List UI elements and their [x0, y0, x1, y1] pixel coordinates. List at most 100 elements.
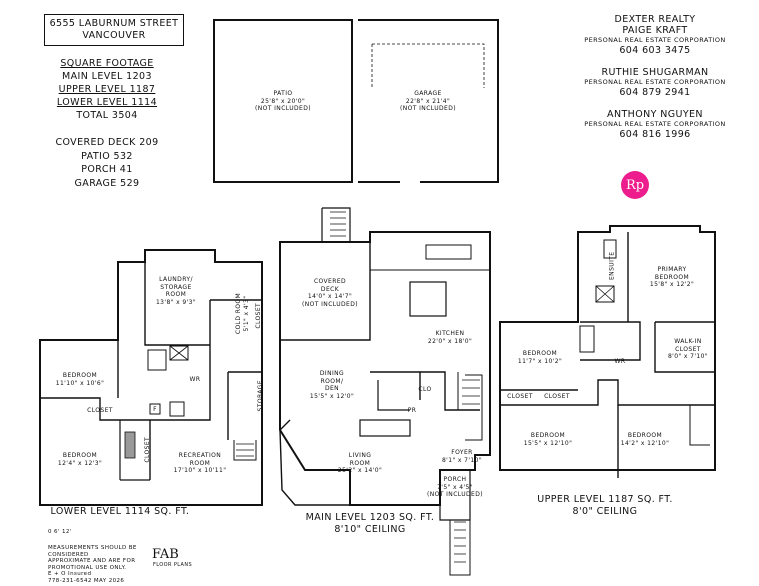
main-level-outline [279, 231, 491, 506]
porch-name: PORCH [443, 476, 467, 483]
agent-name-2: RUTHIE SHUGARMAN [601, 67, 709, 78]
upper-bedroom1-label: BEDROOM 11'7" x 10'2" [518, 350, 562, 365]
upper-bedroom2-label: BEDROOM 15'5" x 12'10" [524, 432, 573, 447]
scale-bar-label: 0 6' 12' [48, 529, 72, 535]
porch-note: (NOT INCLUDED) [427, 491, 483, 498]
lower-f-label: F [153, 406, 157, 413]
walkin-dims: 8'0" x 7'10" [667, 353, 709, 360]
covered-deck-note: (NOT INCLUDED) [302, 300, 358, 308]
foyer-label: FOYER 8'1" x 7'10" [442, 449, 482, 464]
extras-summary: COVERED DECK 209 PATIO 532 PORCH 41 GARA… [32, 136, 182, 190]
agent-phone-2: 604 879 2941 [619, 87, 691, 98]
porch-dims: 7'5" x 4'5" [437, 483, 473, 491]
lower-bedroom1-name: BEDROOM [62, 372, 98, 379]
upper-bedroom2-name: BEDROOM [530, 432, 566, 439]
disclaimer-line3: PROMOTIONAL USE ONLY. [48, 564, 127, 571]
recreation-dims: 17'10" x 10'11" [173, 467, 227, 474]
storage-label: STORAGE [256, 380, 264, 412]
dining-name2: ROOM/ [320, 377, 344, 385]
upper-bedroom1-name: BEDROOM [522, 350, 558, 357]
extras-patio: PATIO 532 [81, 150, 133, 162]
realty-logo: Rp [621, 171, 649, 199]
lower-level-title: LOWER LEVEL 1114 SQ. FT. [51, 506, 190, 518]
square-footage-heading: SQUARE FOOTAGE [60, 58, 154, 69]
disclaimer-line1: MEASUREMENTS SHOULD BE CONSIDERED [48, 545, 137, 558]
patio-label: PATIO 25'8" x 20'0" (NOT INCLUDED) [255, 90, 311, 113]
lower-bedroom2-label: BEDROOM 12'4" x 12'3" [58, 452, 102, 467]
lower-bedroom2-dims: 12'4" x 12'3" [57, 459, 103, 467]
disclaimer-line2: APPROXIMATE AND ARE FOR [48, 558, 136, 564]
covered-deck-label: COVERED DECK 14'0" x 14'7" (NOT INCLUDED… [302, 278, 358, 308]
fab-logo-sub: FLOOR PLANS [153, 562, 193, 568]
upper-closet-label-2: CLOSET [544, 393, 570, 400]
laundry-name2: STORAGE [160, 283, 192, 291]
covered-deck-name1: COVERED [313, 278, 347, 285]
garage-name: GARAGE [414, 90, 442, 97]
extras-porch: PORCH 41 [81, 164, 133, 175]
garage-label: GARAGE 22'8" x 21'4" (NOT INCLUDED) [400, 90, 456, 113]
upper-bedroom1-dims: 11'7" x 10'2" [517, 357, 563, 365]
upper-bedroom3-dims: 14'2" x 12'10" [620, 439, 670, 447]
walkin-name2: CLOSET [675, 345, 701, 353]
address-box: 6555 LABURNUM STREET VANCOUVER [44, 14, 184, 46]
recreation-label: RECREATION ROOM 17'10" x 10'11" [174, 452, 227, 475]
dining-label: DINING ROOM/ DEN 15'5" x 12'0" [310, 370, 354, 400]
upper-level-title-text: UPPER LEVEL 1187 SQ. FT. [537, 494, 673, 505]
sqft-main: MAIN LEVEL 1203 [62, 71, 152, 82]
fab-logo: FAB [152, 547, 179, 562]
agent-corp-2: PERSONAL REAL ESTATE CORPORATION [584, 78, 726, 86]
laundry-name3: ROOM [165, 291, 187, 298]
agent-name-1: PAIGE KRAFT [622, 25, 688, 36]
extras-deck: COVERED DECK 209 [55, 137, 159, 148]
clo-label: CLO [418, 386, 432, 393]
patio-name: PATIO [273, 90, 293, 97]
lower-bedroom1-dims: 11'10" x 10'6" [55, 379, 105, 387]
primary-name1: PRIMARY [657, 266, 687, 273]
upper-level-outline [499, 225, 716, 471]
lower-closet-label-1: CLOSET [255, 302, 263, 329]
main-level-title: MAIN LEVEL 1203 SQ. FT. 8'10" CEILING [306, 512, 435, 536]
dining-name1: DINING [319, 370, 345, 377]
agent-contacts: DEXTER REALTY PAIGE KRAFT PERSONAL REAL … [570, 14, 740, 141]
extras-garage: GARAGE 529 [74, 177, 140, 189]
covered-deck-dims: 14'0" x 14'7" [307, 293, 353, 300]
living-dims: 25'2" x 14'0" [337, 467, 383, 474]
patio-note: (NOT INCLUDED) [255, 105, 311, 112]
kitchen-name: KITCHEN [435, 330, 465, 337]
cold-room-label: COLD ROOM 5'1" x 4'3" [235, 293, 250, 334]
lower-wr-label: WR [189, 376, 201, 383]
recreation-name1: RECREATION [178, 452, 222, 459]
main-level-ceiling: 8'10" CEILING [334, 524, 406, 535]
foyer-name: FOYER [451, 449, 473, 456]
address-line1: 6555 LABURNUM STREET [49, 18, 179, 29]
agent-corp-3: PERSONAL REAL ESTATE CORPORATION [584, 120, 726, 128]
covered-deck-name2: DECK [320, 285, 340, 293]
upper-bedroom3-label: BEDROOM 14'2" x 12'10" [621, 432, 670, 447]
lower-bedroom2-name: BEDROOM [62, 452, 98, 459]
agent-phone-3: 604 816 1996 [619, 129, 691, 140]
realty-company: DEXTER REALTY [614, 14, 696, 25]
living-name2: ROOM [349, 459, 371, 467]
garage-outline [358, 19, 499, 183]
pr-label: PR [407, 407, 417, 414]
patio-dims: 25'8" x 20'0" [260, 97, 306, 105]
primary-label: PRIMARY BEDROOM 15'8" x 12'2" [650, 266, 694, 289]
laundry-label: LAUNDRY/ STORAGE ROOM 13'8" x 9'3" [156, 276, 196, 306]
walkin-name1: WALK-IN [674, 338, 702, 345]
upper-closet-label-1: CLOSET [507, 393, 533, 400]
walkin-label: WALK-IN CLOSET 8'0" x 7'10" [668, 338, 708, 361]
agent-name-3: ANTHONY NGUYEN [607, 109, 703, 120]
disclaimer-line4: E + O Insured [48, 571, 92, 577]
sqft-total: TOTAL 3504 [76, 110, 138, 121]
kitchen-dims: 22'0" x 18'0" [427, 337, 473, 345]
porch-label: PORCH 7'5" x 4'5" (NOT INCLUDED) [427, 476, 483, 499]
laundry-dims: 13'8" x 9'3" [155, 298, 197, 306]
cold-room-name: COLD ROOM [235, 292, 243, 335]
upper-wr-label: WR [614, 358, 626, 365]
upper-bedroom2-dims: 15'5" x 12'10" [523, 439, 573, 447]
lower-closet-label-3: CLOSET [144, 436, 152, 463]
dining-name3: DEN [324, 385, 340, 392]
lower-level-outline [39, 249, 263, 506]
laundry-name1: LAUNDRY/ [159, 276, 193, 283]
